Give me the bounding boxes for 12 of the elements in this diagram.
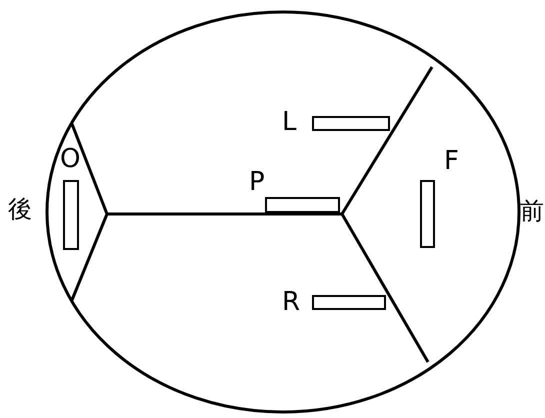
bar-marker: [63, 180, 79, 250]
bar-marker: [265, 197, 340, 213]
part-letter: L: [282, 109, 296, 135]
direction-label: 前: [520, 199, 544, 223]
bar-marker: [312, 116, 390, 131]
bar-marker: [312, 295, 386, 310]
bar-marker: [420, 180, 435, 248]
part-letter: P: [249, 169, 265, 195]
part-letter: R: [282, 289, 300, 315]
part-letter: O: [60, 146, 80, 172]
direction-label: 後: [8, 197, 32, 221]
part-letter: F: [444, 148, 459, 174]
